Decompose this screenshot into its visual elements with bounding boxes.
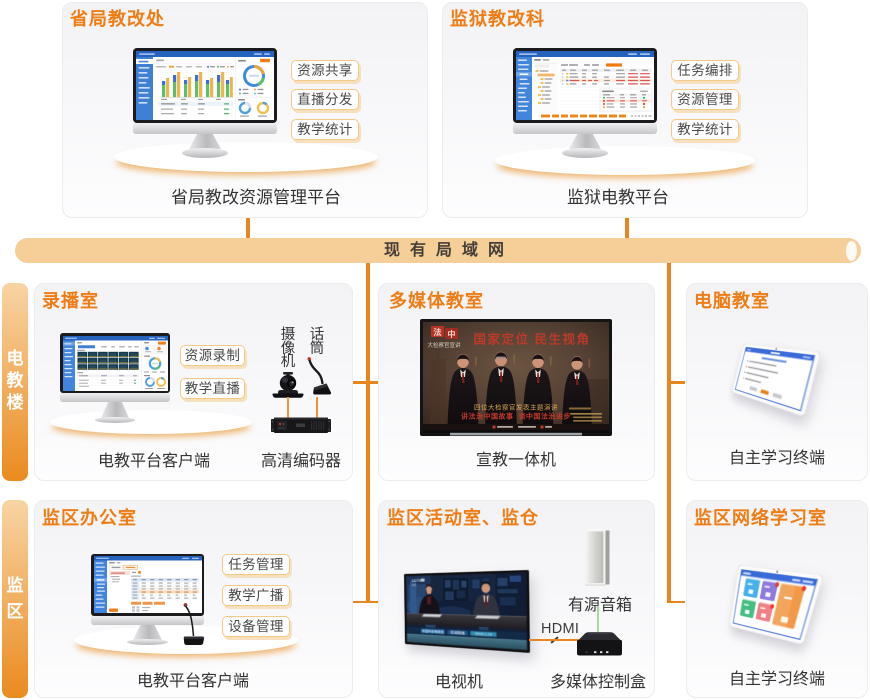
svg-text:CCTV: CCTV	[412, 578, 422, 582]
svg-text:中: 中	[448, 329, 456, 339]
svg-text:综合: 综合	[412, 583, 417, 587]
svg-text:四位大检察官发表主题演讲: 四位大检察官发表主题演讲	[474, 403, 558, 412]
svg-text:法: 法	[434, 327, 442, 337]
svg-text:新闻联播: 新闻联播	[451, 629, 465, 635]
svg-text:国家定位 民生视角: 国家定位 民生视角	[474, 332, 591, 347]
svg-text:中国中央电视台: 中国中央电视台	[422, 628, 444, 634]
svg-text:大检察官宣讲: 大检察官宣讲	[427, 341, 461, 349]
svg-text:讲法治中国故事 谈中国法治进步: 讲法治中国故事 谈中国法治进步	[461, 412, 571, 421]
svg-text:2019.1.14: 2019.1.14	[475, 631, 492, 636]
